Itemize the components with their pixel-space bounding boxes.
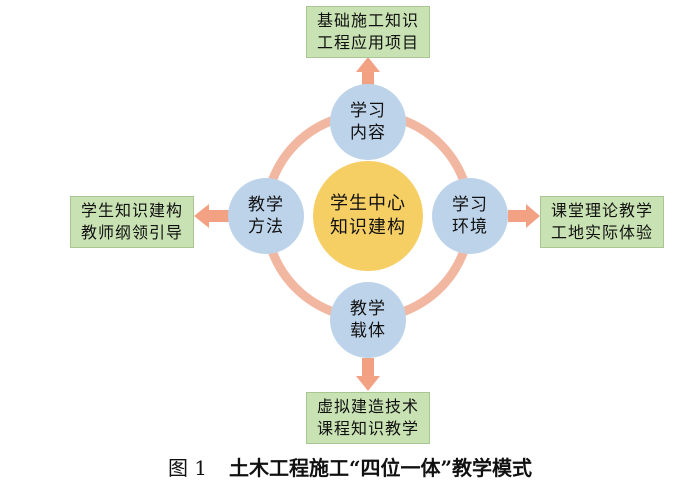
arrow-right — [508, 204, 540, 228]
node-top: 学习 内容 — [330, 84, 406, 160]
center-node: 学生中心 知识建构 — [313, 161, 423, 271]
node-right-line2: 环境 — [452, 217, 488, 237]
figure-caption: 图 1 土木工程施工“四位一体”教学模式 — [0, 452, 700, 481]
box-top-line2: 工程应用项目 — [316, 33, 419, 52]
box-bottom-line2: 课程知识教学 — [316, 419, 419, 438]
node-top-line1: 学习 — [350, 101, 386, 121]
arrow-left — [194, 204, 231, 228]
box-left-line1: 学生知识建构 — [80, 201, 183, 220]
node-right: 学习 环境 — [432, 178, 508, 254]
node-left-line2: 方法 — [248, 217, 284, 237]
node-right-line1: 学习 — [452, 195, 488, 215]
figure-label: 图 1 — [167, 456, 208, 480]
box-right-line1: 课堂理论教学 — [550, 201, 653, 220]
box-top: 基础施工知识 工程应用项目 — [306, 6, 430, 58]
center-line1: 学生中心 — [330, 193, 406, 214]
node-left-line1: 教学 — [248, 195, 284, 215]
node-bottom: 教学 载体 — [330, 282, 406, 358]
node-bottom-line1: 教学 — [350, 299, 386, 319]
box-left-line2: 教师纲领引导 — [80, 223, 183, 242]
arrow-down — [356, 358, 380, 391]
box-right-line2: 工地实际体验 — [550, 223, 653, 242]
box-top-line1: 基础施工知识 — [316, 11, 419, 30]
box-left: 学生知识建构 教师纲领引导 — [70, 196, 194, 248]
center-line2: 知识建构 — [330, 217, 406, 238]
box-right: 课堂理论教学 工地实际体验 — [540, 196, 664, 248]
box-bottom: 虚拟建造技术 课程知识教学 — [306, 392, 430, 444]
box-bottom-line1: 虚拟建造技术 — [316, 397, 419, 416]
node-top-line2: 内容 — [350, 123, 386, 143]
node-bottom-line2: 载体 — [350, 321, 386, 341]
figure-title: 土木工程施工“四位一体”教学模式 — [229, 456, 533, 480]
node-left: 教学 方法 — [228, 178, 304, 254]
